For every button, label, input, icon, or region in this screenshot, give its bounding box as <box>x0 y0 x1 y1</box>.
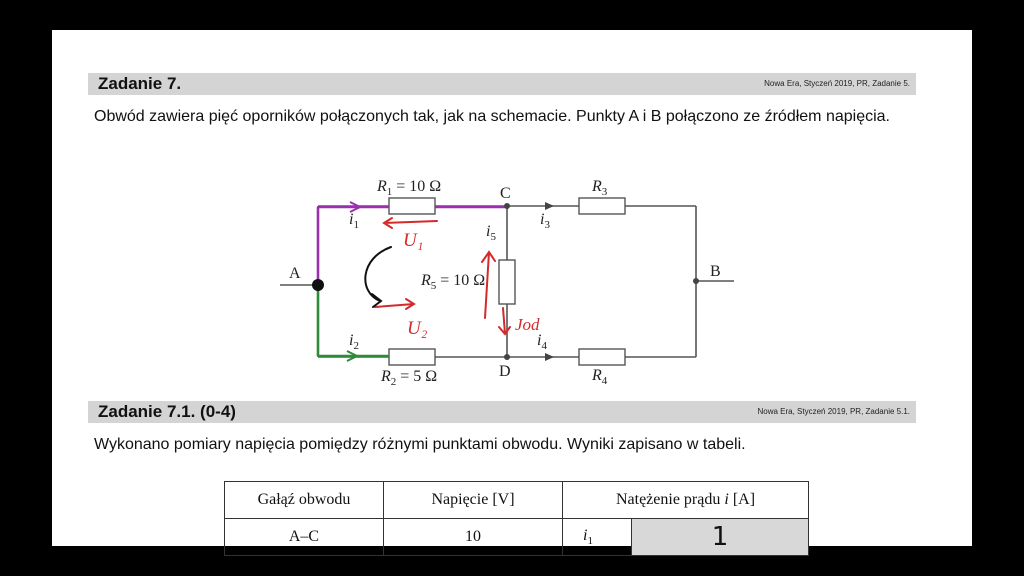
cell-voltage: 10 <box>383 518 563 556</box>
label-i3: i3 <box>540 211 550 231</box>
resistor-r5 <box>498 259 516 305</box>
node-d <box>504 354 510 360</box>
task-title: Zadanie 7. <box>98 74 182 93</box>
arrow-i5-red-up <box>481 250 496 319</box>
label-b: B <box>710 263 721 280</box>
subtask-source: Nowa Era, Styczeń 2019, PR, Zadanie 5.1. <box>757 407 910 416</box>
cell-branch: A–C <box>224 518 384 556</box>
subtask-header: Zadanie 7.1. (0-4) Nowa Era, Styczeń 201… <box>88 401 916 423</box>
label-r5: R5 = 10 Ω <box>420 272 485 292</box>
task-text: Obwód zawiera pięć oporników połączonych… <box>94 108 890 125</box>
node-b <box>693 278 699 284</box>
task-source: Nowa Era, Styczeń 2019, PR, Zadanie 5. <box>764 79 910 88</box>
node-a <box>312 279 324 291</box>
arrow-i3 <box>545 202 554 210</box>
label-i1: i1 <box>349 211 359 231</box>
header-voltage: Napięcie [V] <box>383 481 563 519</box>
label-r2: R2 = 5 Ω <box>380 368 437 388</box>
handwriting-u1: U₁ <box>403 230 423 251</box>
resistor-r4 <box>578 348 626 366</box>
arrow-u1-red <box>382 217 438 229</box>
handwriting-u2: U₂ <box>407 318 428 339</box>
cell-current-answer[interactable]: 1 <box>631 518 809 556</box>
table-row: A–C 10 i1 1 <box>224 518 809 556</box>
subtask-text: Wykonano pomiary napięcia pomiędzy różny… <box>94 436 746 453</box>
handwriting-jod: Jod <box>515 315 540 334</box>
label-c: C <box>500 185 511 202</box>
measurement-table: Gałąź obwodu Napięcie [V] Natężenie prąd… <box>224 481 809 556</box>
resistor-r2 <box>388 348 436 366</box>
curved-arrow-black <box>364 246 392 308</box>
header-current: Natężenie prądu i [A] <box>562 481 809 519</box>
cell-current-label: i1 <box>562 518 632 556</box>
subtask-title: Zadanie 7.1. (0-4) <box>98 402 236 421</box>
task-header: Zadanie 7. Nowa Era, Styczeń 2019, PR, Z… <box>88 73 916 95</box>
resistor-r1 <box>388 197 436 215</box>
label-i4: i4 <box>537 332 547 352</box>
node-c <box>504 203 510 209</box>
resistor-r3 <box>578 197 626 215</box>
label-i5: i5 <box>486 223 496 243</box>
header-branch: Gałąź obwodu <box>224 481 384 519</box>
arrow-i2-green <box>346 350 360 362</box>
label-d: D <box>499 363 511 380</box>
arrow-i4 <box>545 353 554 361</box>
arrow-u2-red <box>374 298 416 310</box>
arrow-jod-red-down <box>498 307 511 336</box>
label-r1: R1 = 10 Ω <box>376 178 441 198</box>
label-a: A <box>289 265 301 282</box>
table-header-row: Gałąź obwodu Napięcie [V] Natężenie prąd… <box>224 481 809 519</box>
arrow-i1-purple <box>349 201 363 213</box>
label-r3: R3 <box>591 178 608 198</box>
label-r4: R4 <box>591 367 608 387</box>
label-i2: i2 <box>349 332 359 352</box>
